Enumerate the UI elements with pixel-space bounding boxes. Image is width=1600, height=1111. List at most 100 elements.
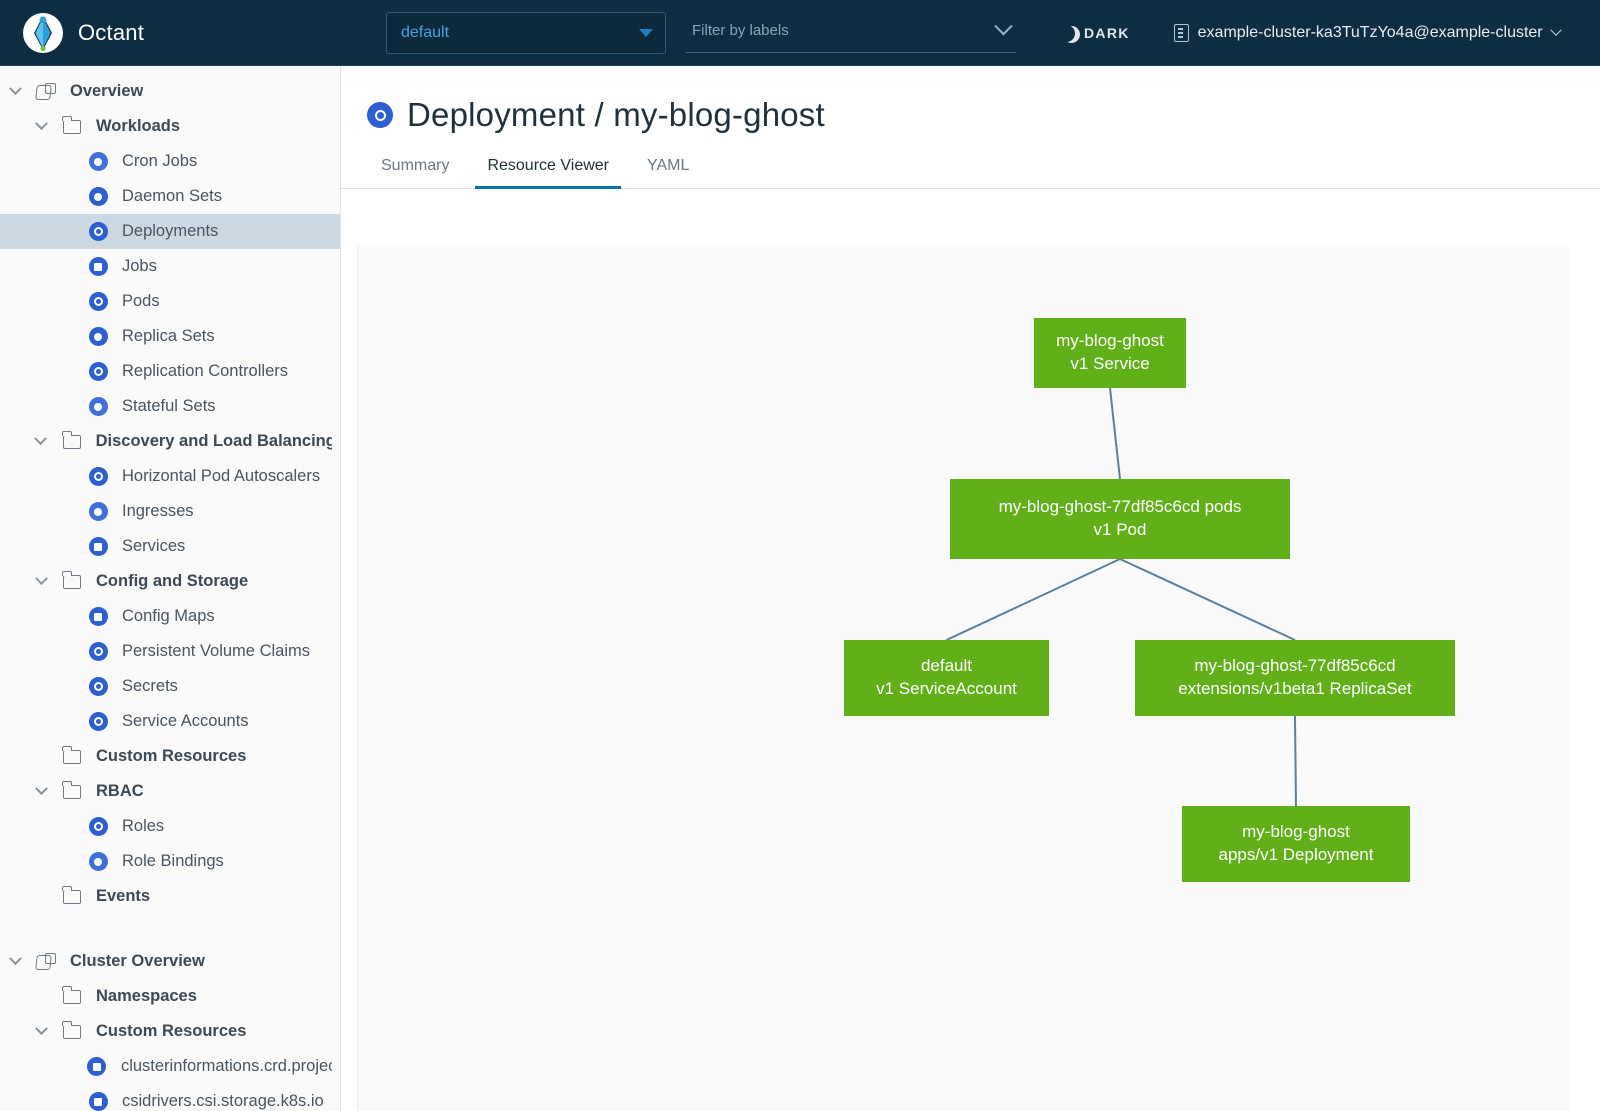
sidebar-item-custom-resources[interactable]: Custom Resources [0,739,340,774]
sidebar-item-cron-jobs[interactable]: Cron Jobs [0,144,340,179]
rolebinding-icon [88,852,108,871]
sidebar-item-label: Stateful Sets [122,397,216,415]
sidebar-item-label: Replication Controllers [122,362,288,380]
tab-bar[interactable]: Summary Resource Viewer YAML [341,134,1600,189]
folder-icon [62,745,81,764]
chevron-down-icon[interactable] [26,117,56,131]
sidebar-item-label: Services [122,537,186,555]
sidebar-item-deployments[interactable]: Deployments [0,214,340,249]
graph-node-service[interactable]: my-blog-ghost v1 Service [1034,318,1186,388]
sidebar-item-custom-resources[interactable]: Custom Resources [0,1014,340,1049]
sidebar-item-clusterinformations-crd-projec[interactable]: clusterinformations.crd.projec [0,1049,340,1084]
sidebar-item-label: Config Maps [122,607,215,625]
graph-node-label: my-blog-ghost v1 Service [1056,330,1164,376]
namespace-value: default [401,24,450,41]
graph-edges [946,387,1297,807]
cluster-picker[interactable]: example-cluster-ka3TuTzYo4a@example-clus… [1173,24,1562,42]
sidebar-item-label: Horizontal Pod Autoscalers [122,467,321,485]
sidebar-item-stateful-sets[interactable]: Stateful Sets [0,389,340,424]
sidebar-item-workloads[interactable]: Workloads [0,109,340,144]
sidebar-item-services[interactable]: Services [0,529,340,564]
sidebar-item-label: csidrivers.csi.storage.k8s.io [122,1092,324,1110]
sidebar-item-role-bindings[interactable]: Role Bindings [0,844,340,879]
chevron-down-icon[interactable] [26,782,56,796]
sidebar-item-replica-sets[interactable]: Replica Sets [0,319,340,354]
sidebar-item-label: Discovery and Load Balancing [95,432,332,450]
service-icon [88,537,108,556]
deployment-icon [367,102,393,128]
chevron-down-icon[interactable] [26,572,56,586]
chevron-down-icon[interactable] [26,1022,56,1036]
graph-node-name: default [920,656,973,676]
sidebar-item-events[interactable]: Events [0,879,340,914]
replicaset-icon [88,327,108,346]
main-content: Deployment / my-blog-ghost Summary Resour… [341,66,1600,1111]
sidebar-item-config-maps[interactable]: Config Maps [0,599,340,634]
chevron-down-icon[interactable] [0,952,30,966]
sidebar-spacer [0,914,340,944]
sidebar-item-label: Cluster Overview [70,952,205,970]
dark-mode-toggle[interactable]: DARK [1058,25,1130,42]
sidebar-item-label: Deployments [122,222,219,240]
sidebar-item-label: Custom Resources [96,1022,247,1040]
cluster-icon [1173,24,1189,42]
sidebar-item-label: Replica Sets [122,327,215,345]
sidebar-item-ingresses[interactable]: Ingresses [0,494,340,529]
graph-edge-replicaset-to-deployment [1294,715,1297,807]
crd-icon [87,1057,107,1076]
sidebar-item-daemon-sets[interactable]: Daemon Sets [0,179,340,214]
sidebar-item-roles[interactable]: Roles [0,809,340,844]
graph-node-name: my-blog-ghost-77df85c6cd pods [998,497,1242,517]
page-title: Deployment / my-blog-ghost [341,66,1600,134]
sidebar-item-persistent-volume-claims[interactable]: Persistent Volume Claims [0,634,340,669]
tab-resource-viewer[interactable]: Resource Viewer [475,157,621,189]
chevron-down-icon[interactable] [0,82,30,96]
chevron-down-icon [994,17,1013,36]
sidebar-item-label: Cron Jobs [122,152,198,170]
secret-icon [88,677,108,696]
app-header: Octant default Filter by labels DARK exa… [0,0,1600,66]
tab-label: YAML [647,157,690,174]
sidebar-item-discovery-and-load-balancing[interactable]: Discovery and Load Balancing [0,424,340,459]
label-filter-input[interactable]: Filter by labels [686,13,1016,53]
resource-viewer-canvas[interactable]: my-blog-ghost v1 Service my-blog-ghost-77d… [357,246,1570,1111]
graph-node-kind: extensions/v1beta1 ReplicaSet [1178,679,1412,698]
tab-summary[interactable]: Summary [369,157,461,189]
crd-icon [88,1092,108,1111]
sidebar-item-service-accounts[interactable]: Service Accounts [0,704,340,739]
role-icon [88,817,108,836]
moon-icon [1058,25,1075,42]
sidebar-item-namespaces[interactable]: Namespaces [0,979,340,1014]
statefulset-icon [88,397,108,416]
chevron-down-icon[interactable] [26,432,56,446]
overview-icon [36,82,56,101]
sidebar-item-rbac[interactable]: RBAC [0,774,340,809]
folder-icon [62,1020,81,1039]
namespace-select[interactable]: default [386,12,666,54]
sidebar-item-label: RBAC [96,782,144,800]
sidebar-item-config-and-storage[interactable]: Config and Storage [0,564,340,599]
sidebar-item-pods[interactable]: Pods [0,284,340,319]
brand[interactable]: Octant [22,12,362,54]
tab-yaml[interactable]: YAML [635,157,701,189]
sidebar-item-csidrivers-csi-storage-k8s-io[interactable]: csidrivers.csi.storage.k8s.io [0,1084,340,1111]
sidebar-item-overview[interactable]: Overview [0,74,340,109]
graph-node-name: my-blog-ghost [1056,331,1164,351]
sidebar-item-replication-controllers[interactable]: Replication Controllers [0,354,340,389]
sidebar-item-cluster-overview[interactable]: Cluster Overview [0,944,340,979]
sidebar-item-label: Secrets [122,677,178,695]
sidebar-item-jobs[interactable]: Jobs [0,249,340,284]
chevron-down-icon [1549,24,1562,36]
sidebar-item-secrets[interactable]: Secrets [0,669,340,704]
resource-graph: my-blog-ghost v1 Service my-blog-ghost-77d… [358,246,1570,1111]
graph-node-kind: v1 Service [1070,354,1150,373]
sidebar-item-horizontal-pod-autoscalers[interactable]: Horizontal Pod Autoscalers [0,459,340,494]
graph-node-name: my-blog-ghost [1242,822,1350,842]
